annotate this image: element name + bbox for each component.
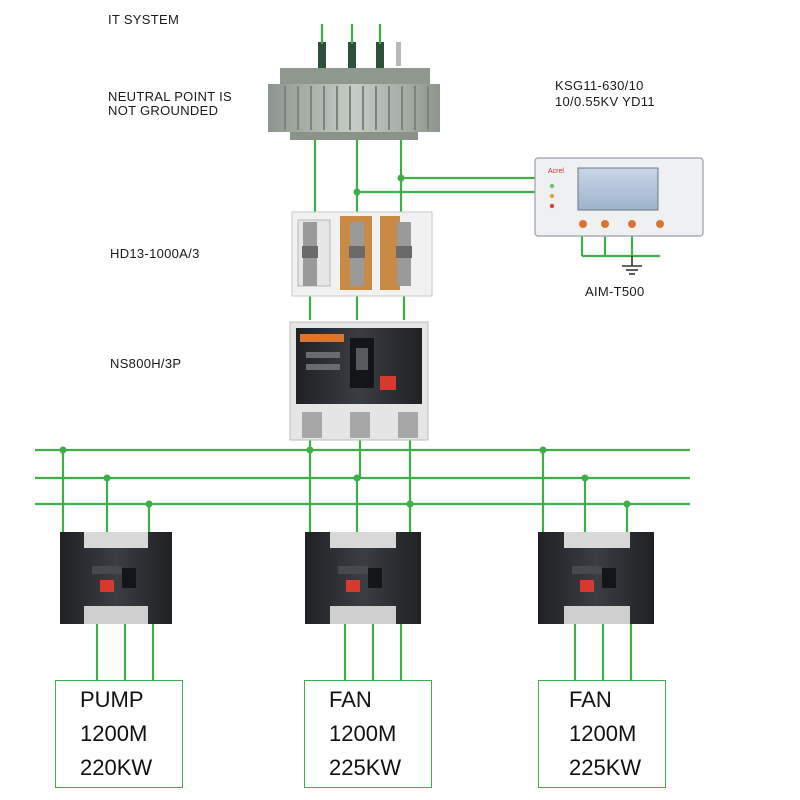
load-distance: 1200M <box>80 721 148 746</box>
load-box-2: FAN 1200M 225KW <box>304 680 432 788</box>
junction-dots <box>59 174 631 508</box>
load-box-1: PUMP 1200M 220KW <box>55 680 183 788</box>
monitor-model-label: AIM-T500 <box>585 284 645 299</box>
transformer <box>268 42 440 140</box>
load-power: 220KW <box>80 755 153 780</box>
load-distance: 1200M <box>569 721 637 746</box>
feeder-breaker-3 <box>538 532 654 624</box>
main-breaker <box>289 321 429 441</box>
transformer-bushings <box>318 42 401 70</box>
load-name: PUMP <box>80 687 144 712</box>
monitor-brand: Acrel <box>548 168 564 175</box>
transformer-rating-label: 10/0.55KV YD11 <box>555 94 655 109</box>
load-box-3: FAN 1200M 225KW <box>538 680 666 788</box>
wiring <box>35 24 690 680</box>
load-name: FAN <box>569 687 612 712</box>
disconnect-switch <box>291 211 433 297</box>
switch-model-label: HD13-1000A/3 <box>110 246 200 261</box>
load-power: 225KW <box>329 755 402 780</box>
transformer-model-label: KSG11-630/10 <box>555 78 644 93</box>
load-distance: 1200M <box>329 721 397 746</box>
neutral-note-line2: NOT GROUNDED <box>108 103 219 118</box>
feeder-breaker-1 <box>60 532 172 624</box>
system-type-label: IT SYSTEM <box>108 12 180 27</box>
ground-icon <box>622 256 642 275</box>
load-name: FAN <box>329 687 372 712</box>
neutral-note-line1: NEUTRAL POINT IS <box>108 89 232 104</box>
main-breaker-model-label: NS800H/3P <box>110 356 182 371</box>
feeder-breaker-2 <box>305 532 421 624</box>
load-power: 225KW <box>569 755 642 780</box>
monitor-leds <box>549 183 555 209</box>
insulation-monitor: Acrel <box>534 157 704 237</box>
transformer-fins <box>284 86 429 130</box>
monitor-buttons <box>579 220 664 228</box>
